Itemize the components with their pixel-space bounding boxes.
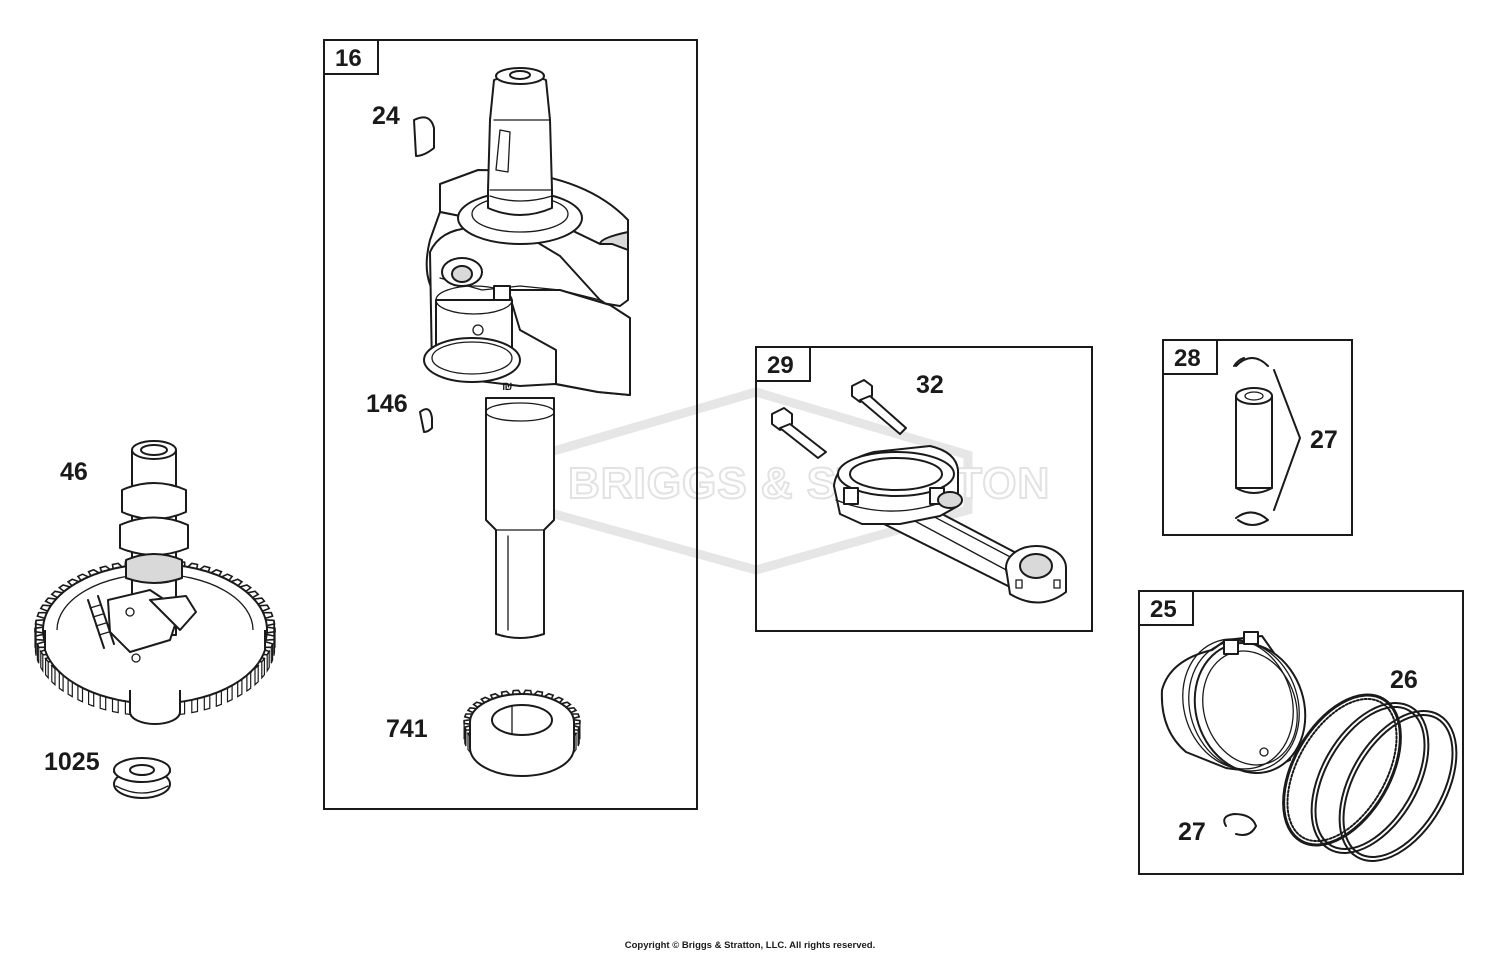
piston-pin	[1233, 357, 1301, 526]
crank-gear	[463, 689, 581, 777]
part-label-741[interactable]: 741	[386, 715, 428, 743]
watermark-logo: BRIGGS & STRATTON	[535, 387, 1050, 575]
camshaft-assembly	[34, 440, 276, 725]
release-spring	[87, 595, 115, 649]
part-label-27-pin[interactable]: 27	[1310, 426, 1338, 454]
gear-tooth-face	[51, 664, 56, 687]
piston-pin-retainer	[1223, 813, 1257, 836]
crank-stamp: ₪	[502, 379, 513, 393]
group-number-16[interactable]: 16	[335, 45, 362, 72]
part-label-26[interactable]: 26	[1390, 666, 1418, 694]
part-label-146[interactable]: 146	[366, 390, 408, 418]
connecting-rod	[833, 445, 1067, 604]
group-tag-piston	[1138, 590, 1194, 626]
part-label-1025[interactable]: 1025	[44, 748, 100, 776]
copyright-notice: Copyright © Briggs & Stratton, LLC. All …	[624, 940, 876, 951]
gear-tooth-face	[44, 657, 49, 680]
gear-tooth-face	[34, 620, 37, 641]
group-tag-connecting-rod	[755, 346, 811, 382]
cam-washer	[113, 757, 171, 799]
gear-tooth-face	[273, 620, 276, 641]
part-label-32[interactable]: 32	[916, 371, 944, 399]
gear-tooth-face	[266, 649, 270, 673]
group-box-crankshaft	[323, 39, 698, 810]
group-tag-piston-pin	[1162, 339, 1218, 375]
gear-tooth-face	[40, 649, 44, 673]
gear-tooth-face	[261, 657, 265, 680]
gear-tooth-face	[254, 664, 259, 687]
crank-key-upper	[413, 116, 435, 157]
watermark-text: BRIGGS & STRATTON	[568, 459, 1050, 508]
rod-bolts	[771, 379, 907, 459]
gear-tooth-face	[36, 643, 40, 664]
group-number-25[interactable]: 25	[1150, 596, 1177, 623]
group-number-28[interactable]: 28	[1174, 345, 1201, 372]
piston	[1160, 631, 1307, 774]
part-label-27-piston[interactable]: 27	[1178, 818, 1206, 846]
piston-ring-set	[1282, 693, 1458, 862]
gear-tooth-face	[464, 726, 467, 747]
group-box-piston-pin	[1162, 339, 1353, 536]
gear-tooth-face	[577, 726, 580, 747]
group-box-piston	[1138, 590, 1464, 875]
gear-tooth-face	[270, 643, 274, 664]
group-tag-crankshaft	[323, 39, 379, 75]
crank-key-lower	[419, 408, 433, 433]
crankshaft: ₪	[423, 67, 631, 639]
group-box-connecting-rod	[755, 346, 1093, 632]
group-number-29[interactable]: 29	[767, 352, 794, 379]
part-label-46[interactable]: 46	[60, 458, 88, 486]
part-label-24[interactable]: 24	[372, 102, 400, 130]
